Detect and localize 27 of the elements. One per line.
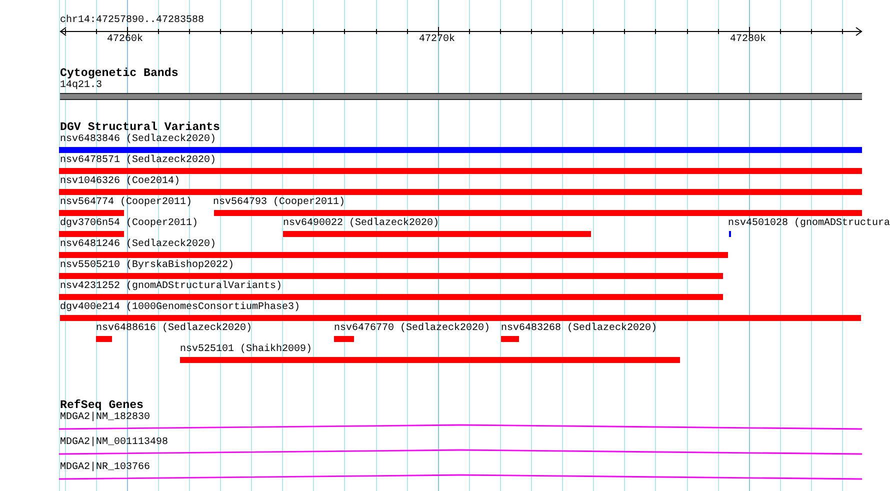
feature-label: nsv5505210 (ByrskaBishop2022): [60, 260, 234, 272]
feature-label: nsv525101 (Shaikh2009): [180, 344, 312, 356]
feature-label: nsv4231252 (gnomADStructuralVariants): [60, 281, 282, 293]
feature-label: nsv564793 (Cooper2011): [213, 197, 346, 209]
feature-label: nsv6476770 (Sedlazeck2020): [334, 323, 490, 335]
track-title: RefSeq Genes: [60, 400, 144, 412]
tick-label: 47270k: [419, 34, 456, 46]
feature-label: MDGA2|NM_001113498: [60, 437, 168, 449]
feature-label: MDGA2|NM_182830: [60, 412, 150, 424]
feature-label: 14q21.3: [60, 80, 102, 92]
feature-label: nsv6483846 (Sedlazeck2020): [60, 134, 216, 146]
feature-label: nsv1046326 (Coe2014): [60, 176, 180, 188]
tick-label: 47260k: [107, 34, 144, 46]
feature-label: nsv6490022 (Sedlazeck2020): [283, 218, 440, 230]
tick-label: 47280k: [730, 34, 766, 46]
feature-label: nsv6481246 (Sedlazeck2020): [60, 239, 216, 251]
track-title: DGV Structural Variants: [60, 122, 220, 134]
track-title: Cytogenetic Bands: [60, 68, 178, 80]
coordinate-range: chr14:47257890..47283588: [60, 15, 204, 27]
feature-label: nsv6478571 (Sedlazeck2020): [60, 155, 216, 167]
feature-label: dgv3706n54 (Cooper2011): [60, 218, 198, 230]
feature-label: nsv6483268 (Sedlazeck2020): [501, 323, 658, 335]
feature-label: nsv4501028 (gnomADStructura: [728, 218, 890, 230]
feature-label: MDGA2|NR_103766: [60, 462, 150, 474]
feature-label: dgv400e214 (1000GenomesConsortiumPhase3): [60, 302, 300, 314]
feature-label: nsv6488616 (Sedlazeck2020): [96, 323, 252, 335]
feature-label: nsv564774 (Cooper2011): [60, 197, 192, 209]
